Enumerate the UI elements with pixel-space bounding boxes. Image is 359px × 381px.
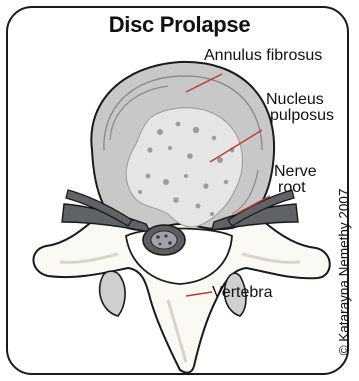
diagram-title: Disc Prolapse — [0, 12, 359, 38]
label-nerve-line2: root — [278, 180, 306, 196]
spinal-cord-core — [151, 231, 177, 249]
label-nucleus-line1: Nucleus — [266, 92, 324, 108]
label-nucleus-line2: pulposus — [270, 108, 334, 124]
copyright-credit: © Katarayna Nemethy 2007 — [337, 189, 352, 356]
label-annulus-fibrosus: Annulus fibrosus — [204, 48, 322, 64]
facet-joint-left — [100, 271, 126, 316]
label-nerve-line1: Nerve — [274, 164, 317, 180]
label-vertebra: Vertebra — [212, 285, 272, 301]
